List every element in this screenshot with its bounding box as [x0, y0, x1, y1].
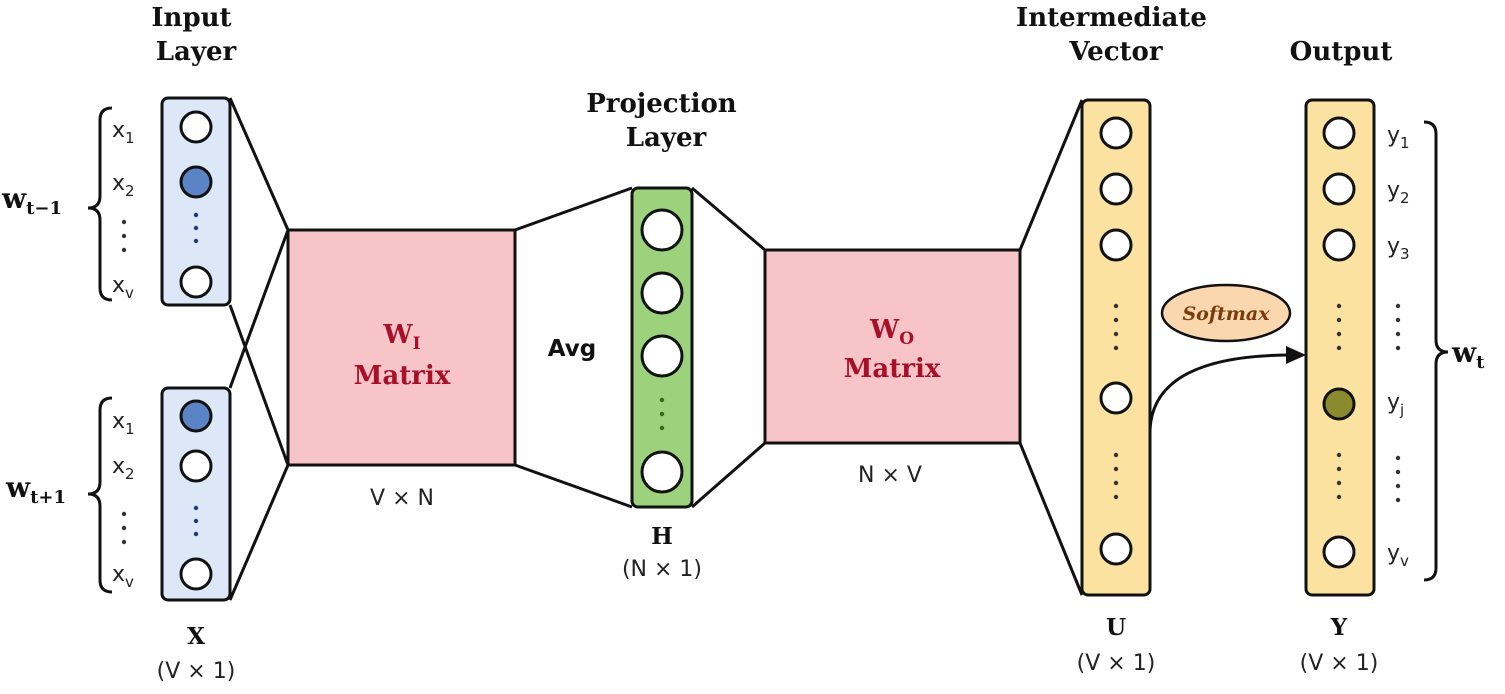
h-vector-name: H — [651, 523, 673, 550]
projection-layer-header: Projection Layer — [586, 89, 746, 153]
output-node-y1 — [1322, 116, 1356, 150]
svg-text:WI: WI — [382, 320, 420, 354]
output-node-yj-active — [1322, 387, 1356, 421]
svg-text:y1: y1 — [1387, 123, 1410, 152]
svg-text:xv: xv — [112, 273, 134, 302]
input-node-x2-active — [179, 165, 213, 199]
output-node-y2 — [1322, 172, 1356, 206]
wo-dimension: N × V — [858, 463, 922, 488]
h-vector-dim: (N × 1) — [622, 557, 702, 582]
avg-label: Avg — [548, 336, 596, 362]
intermediate-node — [1099, 116, 1133, 150]
projection-vector — [630, 186, 694, 509]
input-node-x1 — [179, 110, 213, 144]
output-labels: y1 y2 y3 yj yv — [1387, 123, 1410, 570]
projection-node — [640, 334, 684, 378]
svg-text:x2: x2 — [112, 171, 135, 200]
u-vector-name: U — [1106, 614, 1126, 641]
intermediate-vector-header: Intermediate Vector — [1016, 3, 1216, 67]
softmax-label: Softmax — [1182, 303, 1270, 325]
wo-matrix-label: Matrix — [844, 354, 941, 384]
input-node-x1-active — [179, 399, 213, 433]
svg-text:WO: WO — [869, 315, 914, 349]
target-word: wt — [1451, 336, 1485, 373]
projection-node — [640, 271, 684, 315]
input-labels-next: x1 x2 xv — [112, 409, 135, 591]
svg-text:xv: xv — [112, 562, 134, 591]
svg-text:y2: y2 — [1387, 178, 1410, 207]
output-vector — [1304, 98, 1376, 597]
input-vector-prev — [160, 96, 232, 307]
svg-text:x1: x1 — [112, 409, 135, 438]
input-node-xv — [179, 557, 213, 591]
svg-text:y3: y3 — [1387, 234, 1410, 263]
projection-node — [640, 208, 684, 252]
y-vector-name: Y — [1330, 614, 1348, 641]
x-vector-dim: (V × 1) — [157, 659, 236, 684]
arrow-head-icon — [1286, 346, 1306, 364]
intermediate-node — [1099, 381, 1133, 415]
brace-prev — [87, 106, 113, 302]
svg-text:yj: yj — [1387, 390, 1404, 419]
intermediate-node — [1099, 228, 1133, 262]
svg-text:x1: x1 — [112, 118, 135, 147]
x-vector-name: X — [187, 623, 205, 650]
svg-text:x2: x2 — [112, 454, 135, 483]
output-header: Output — [1290, 37, 1393, 67]
projection-node — [640, 450, 684, 494]
intermediate-node — [1099, 172, 1133, 206]
output-node-y3 — [1322, 228, 1356, 262]
wi-dimension: V × N — [370, 486, 434, 511]
wi-matrix-label: Matrix — [354, 361, 451, 391]
wo-matrix: WO Matrix — [763, 248, 1022, 445]
context-word-next: wt+1 — [5, 471, 66, 508]
intermediate-vector — [1080, 98, 1152, 597]
input-node-xv — [179, 265, 213, 299]
output-node-yv — [1322, 535, 1356, 569]
svg-text:yv: yv — [1387, 541, 1409, 570]
input-node-x2 — [179, 449, 213, 483]
softmax-arrow — [1148, 353, 1293, 431]
brace-output — [1423, 120, 1449, 582]
connector-lines — [228, 97, 1084, 601]
softmax-badge — [1160, 283, 1292, 343]
intermediate-node — [1099, 532, 1133, 566]
y-vector-dim: (V × 1) — [1300, 651, 1379, 676]
input-labels-prev: x1 x2 xv — [112, 118, 135, 302]
input-vector-next — [160, 386, 232, 602]
wi-matrix: WI Matrix — [286, 228, 517, 467]
u-vector-dim: (V × 1) — [1077, 651, 1156, 676]
context-word-prev: wt−1 — [1, 182, 62, 219]
brace-next — [87, 396, 113, 594]
input-layer-header: Input Layer — [151, 3, 240, 67]
